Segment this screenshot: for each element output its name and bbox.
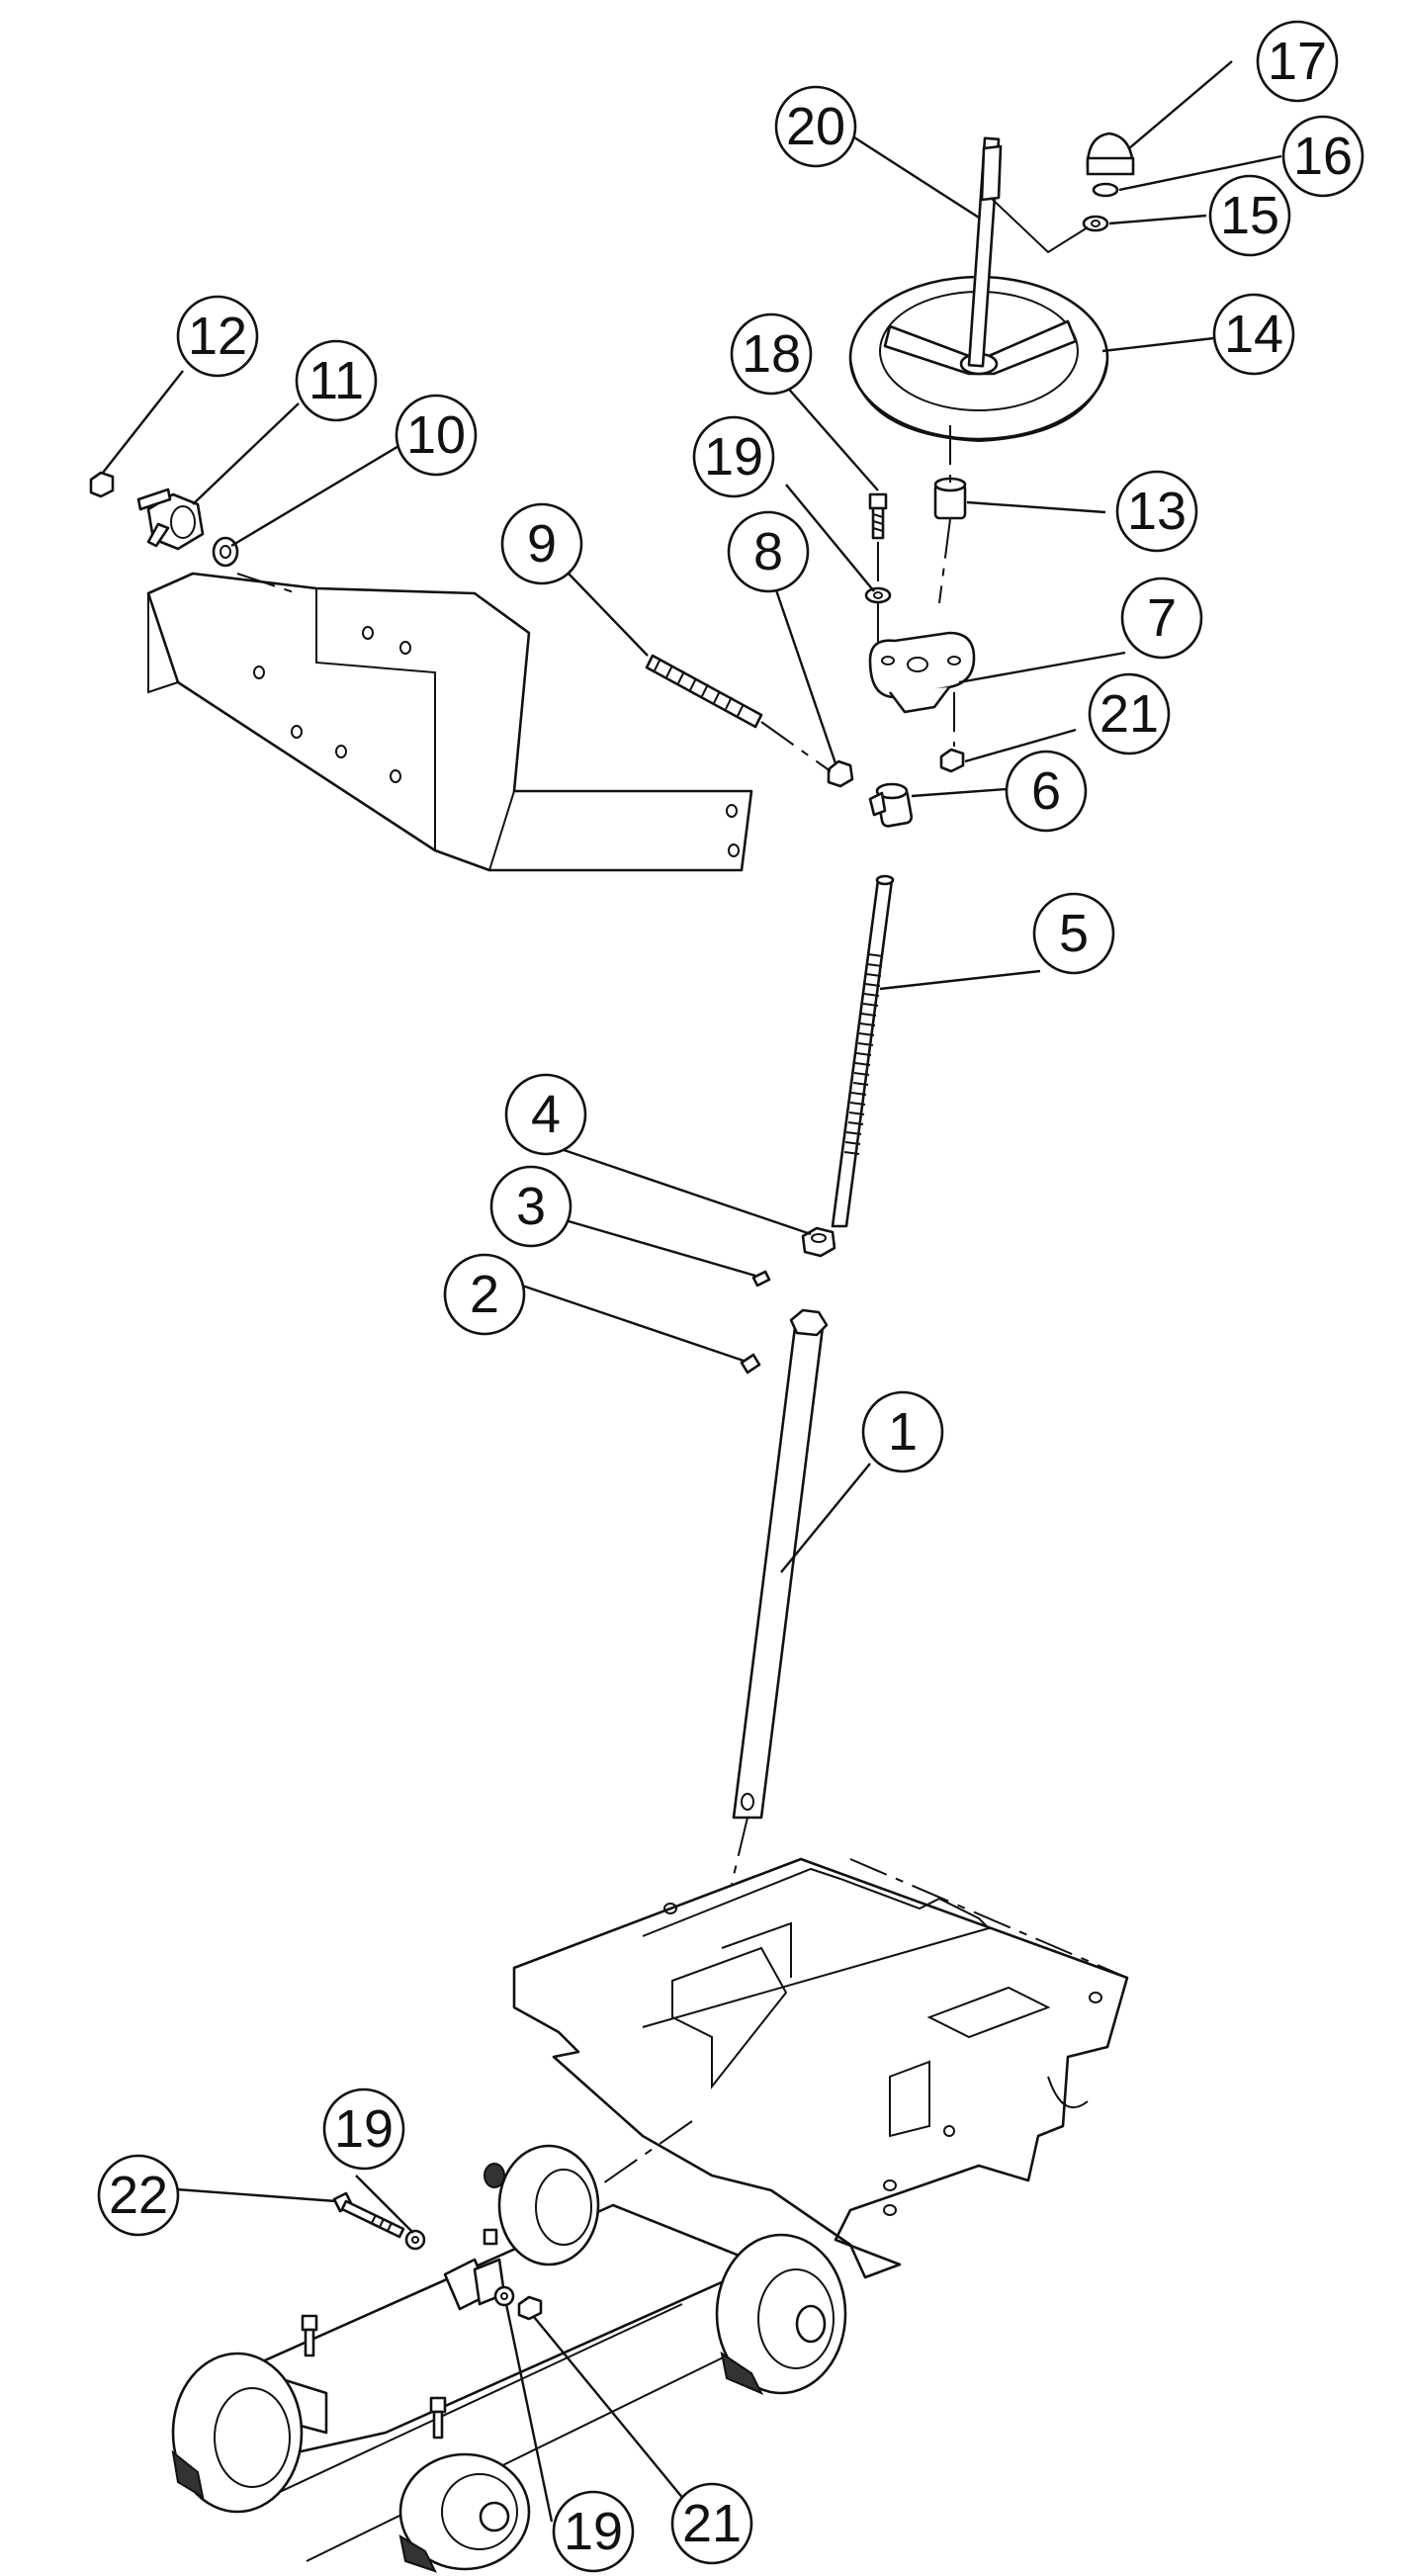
bushing [933, 477, 967, 520]
hex-nut-12 [89, 471, 115, 498]
callout-21-bottom: 21 [670, 2482, 753, 2565]
callout-4: 4 [504, 1073, 587, 1156]
svg-text:8: 8 [753, 522, 783, 581]
svg-text:20: 20 [786, 97, 845, 156]
clevis-bracket-11 [136, 488, 205, 551]
set-screw-2 [740, 1353, 761, 1375]
collar [868, 782, 914, 828]
callout-22: 22 [97, 2154, 180, 2237]
svg-text:10: 10 [406, 405, 466, 465]
callout-21-top: 21 [1088, 672, 1171, 755]
callout-2: 2 [443, 1253, 526, 1336]
callout-19-bottom-right: 19 [552, 2490, 635, 2573]
svg-text:16: 16 [1293, 127, 1353, 186]
svg-text:2: 2 [470, 1265, 499, 1324]
jam-nut-8 [827, 759, 854, 788]
callout-15: 15 [1208, 174, 1291, 257]
svg-text:4: 4 [531, 1085, 561, 1144]
axle-bolts [301, 2228, 498, 2440]
callout-19-top: 19 [692, 415, 775, 498]
key-shaft [967, 136, 1003, 368]
svg-text:19: 19 [564, 2502, 623, 2561]
callout-12: 12 [176, 295, 259, 378]
svg-text:11: 11 [308, 351, 364, 410]
svg-text:9: 9 [527, 514, 557, 574]
svg-text:19: 19 [334, 2099, 394, 2159]
washer-19-bottom-right [493, 2285, 515, 2307]
svg-text:13: 13 [1127, 482, 1187, 541]
callout-19-bottom-left: 19 [322, 2087, 405, 2171]
washer-19-bottom-left [404, 2229, 426, 2251]
hex-nut-4 [801, 1226, 836, 1258]
callout-17: 17 [1256, 20, 1339, 103]
callout-9: 9 [500, 502, 583, 585]
svg-text:14: 14 [1224, 305, 1283, 364]
washer-10 [212, 536, 239, 568]
callout-13: 13 [1115, 470, 1198, 553]
hex-bolt-18 [868, 492, 888, 540]
svg-text:1: 1 [888, 1402, 918, 1462]
svg-text:21: 21 [1099, 684, 1159, 744]
threaded-rod-9 [645, 654, 832, 772]
callout-18: 18 [730, 312, 813, 396]
callout-7: 7 [1120, 577, 1203, 660]
svg-text:17: 17 [1268, 32, 1327, 91]
washer-19-top [864, 586, 892, 604]
callout-1: 1 [861, 1390, 944, 1473]
callout-5: 5 [1032, 892, 1115, 975]
caster-wheel-rear-left [484, 2144, 600, 2266]
svg-text:22: 22 [109, 2166, 168, 2225]
callout-14: 14 [1212, 293, 1295, 376]
tube [731, 1308, 829, 1885]
svg-text:7: 7 [1147, 588, 1177, 648]
set-screw-3 [751, 1270, 771, 1288]
hex-bolt-22 [332, 2191, 405, 2239]
svg-text:6: 6 [1031, 761, 1061, 821]
callout-6: 6 [1005, 750, 1088, 833]
hex-nut-21-bottom [517, 2295, 543, 2321]
flat-washer-15 [1082, 215, 1109, 232]
svg-text:15: 15 [1220, 186, 1279, 245]
callout-11: 11 [295, 339, 378, 422]
svg-text:18: 18 [742, 324, 801, 384]
flange-bracket [868, 631, 976, 714]
svg-text:5: 5 [1059, 904, 1089, 963]
svg-text:3: 3 [516, 1177, 546, 1236]
caster-wheel-rear-right [715, 2233, 847, 2395]
hex-nut-21-top [939, 748, 965, 773]
callout-3: 3 [489, 1165, 572, 1248]
acorn-nut [1086, 132, 1135, 176]
caster-wheel-front-right [398, 2452, 531, 2573]
leader-lines [102, 60, 1282, 2523]
svg-text:21: 21 [682, 2494, 742, 2553]
base-plate [512, 1857, 1129, 2279]
callout-8: 8 [727, 510, 810, 593]
caster-wheel-front-left [171, 2352, 304, 2514]
callout-10: 10 [395, 394, 478, 477]
svg-text:12: 12 [188, 307, 247, 366]
callout-16: 16 [1281, 115, 1364, 198]
svg-text:19: 19 [704, 427, 763, 487]
lock-washer [1092, 182, 1119, 198]
callout-20: 20 [774, 85, 857, 168]
frame-arm [146, 572, 753, 872]
lead-screw [831, 874, 895, 1228]
